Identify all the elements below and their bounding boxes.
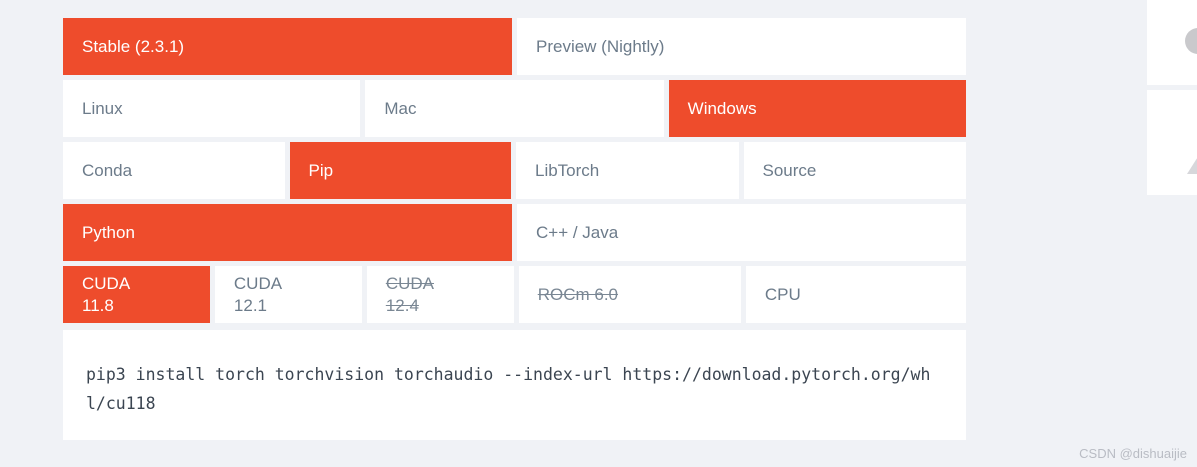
option-cuda-12-1[interactable]: CUDA 12.1 xyxy=(214,266,362,323)
option-linux[interactable]: Linux xyxy=(63,80,361,137)
option-cuda-12-4-label: CUDA 12.4 xyxy=(385,274,434,315)
option-rocm-6-0-label: ROCm 6.0 xyxy=(537,284,619,304)
option-cuda-11-8-label: CUDA 11.8 xyxy=(82,274,131,315)
option-stable[interactable]: Stable (2.3.1) xyxy=(63,18,512,75)
option-cpp-java-label: C++ / Java xyxy=(536,222,619,242)
row-compute-platform: CUDA 11.8 CUDA 12.1 CUDA 12.4 ROCm 6.0 C… xyxy=(63,266,967,323)
option-cpu-label: CPU xyxy=(764,284,801,304)
option-pip[interactable]: Pip xyxy=(289,142,511,199)
partial-card-bottom[interactable] xyxy=(1147,90,1197,195)
triangle-icon xyxy=(1187,152,1197,174)
option-rocm-6-0[interactable]: ROCm 6.0 xyxy=(518,266,741,323)
option-libtorch[interactable]: LibTorch xyxy=(516,142,739,199)
run-this-command-box[interactable]: pip3 install torch torchvision torchaudi… xyxy=(63,330,966,440)
row-package: Conda Pip LibTorch Source xyxy=(63,142,966,199)
option-preview-nightly[interactable]: Preview (Nightly) xyxy=(517,18,966,75)
row-your-os: Linux Mac Windows xyxy=(63,80,966,137)
watermark-text: CSDN @dishuaijie xyxy=(1079,446,1187,461)
option-python[interactable]: Python xyxy=(63,204,512,261)
row-pytorch-build: Stable (2.3.1) Preview (Nightly) xyxy=(63,18,966,75)
row-language: Python C++ / Java xyxy=(63,204,966,261)
option-stable-label: Stable (2.3.1) xyxy=(82,36,185,56)
option-cuda-12-1-label: CUDA 12.1 xyxy=(233,274,283,315)
option-libtorch-label: LibTorch xyxy=(535,160,600,180)
option-conda-label: Conda xyxy=(82,160,133,180)
option-cuda-11-8[interactable]: CUDA 11.8 xyxy=(63,266,210,323)
right-edge-partial-cards xyxy=(1147,0,1197,467)
option-cpp-java[interactable]: C++ / Java xyxy=(517,204,966,261)
install-selector-matrix: Stable (2.3.1) Preview (Nightly) Linux M… xyxy=(63,18,967,328)
option-cpu[interactable]: CPU xyxy=(745,266,967,323)
option-conda[interactable]: Conda xyxy=(63,142,285,199)
install-command-text: pip3 install torch torchvision torchaudi… xyxy=(86,365,931,414)
option-source[interactable]: Source xyxy=(743,142,966,199)
option-preview-nightly-label: Preview (Nightly) xyxy=(536,36,665,56)
option-windows-label: Windows xyxy=(687,98,757,118)
option-linux-label: Linux xyxy=(82,98,123,118)
option-pip-label: Pip xyxy=(308,160,334,180)
partial-card-top[interactable] xyxy=(1147,0,1197,85)
option-python-label: Python xyxy=(82,222,135,242)
option-mac[interactable]: Mac xyxy=(365,80,664,137)
option-cuda-12-4[interactable]: CUDA 12.4 xyxy=(366,266,514,323)
circle-icon xyxy=(1185,28,1197,54)
option-source-label: Source xyxy=(762,160,817,180)
option-mac-label: Mac xyxy=(384,98,417,118)
option-windows[interactable]: Windows xyxy=(668,80,966,137)
